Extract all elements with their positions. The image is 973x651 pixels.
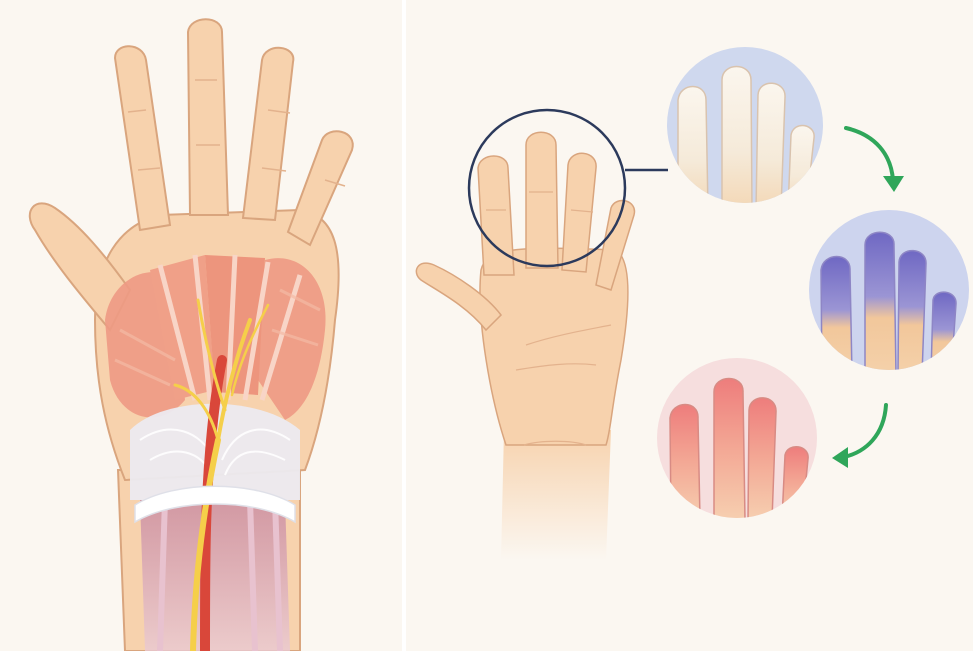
index-finger [115, 46, 170, 230]
plain-hand [416, 132, 634, 560]
color-change-panel [406, 0, 973, 651]
curved-arrow-icon [844, 405, 886, 457]
curved-arrow-icon [846, 128, 893, 180]
hand-anatomy-illustration [0, 0, 402, 651]
plain-forearm [501, 430, 611, 560]
forearm-structures [140, 500, 290, 651]
arrowhead-1 [883, 176, 904, 192]
ring-finger [243, 48, 293, 220]
anatomy-panel [0, 0, 402, 651]
pale-fingers-stage [667, 47, 823, 210]
middle-finger [188, 19, 228, 215]
finger-color-diagram [406, 0, 973, 651]
arrowhead-2 [832, 447, 848, 468]
blue-fingers-stage [809, 210, 969, 375]
red-fingers-stage [657, 358, 817, 520]
plain-middle [526, 132, 558, 268]
